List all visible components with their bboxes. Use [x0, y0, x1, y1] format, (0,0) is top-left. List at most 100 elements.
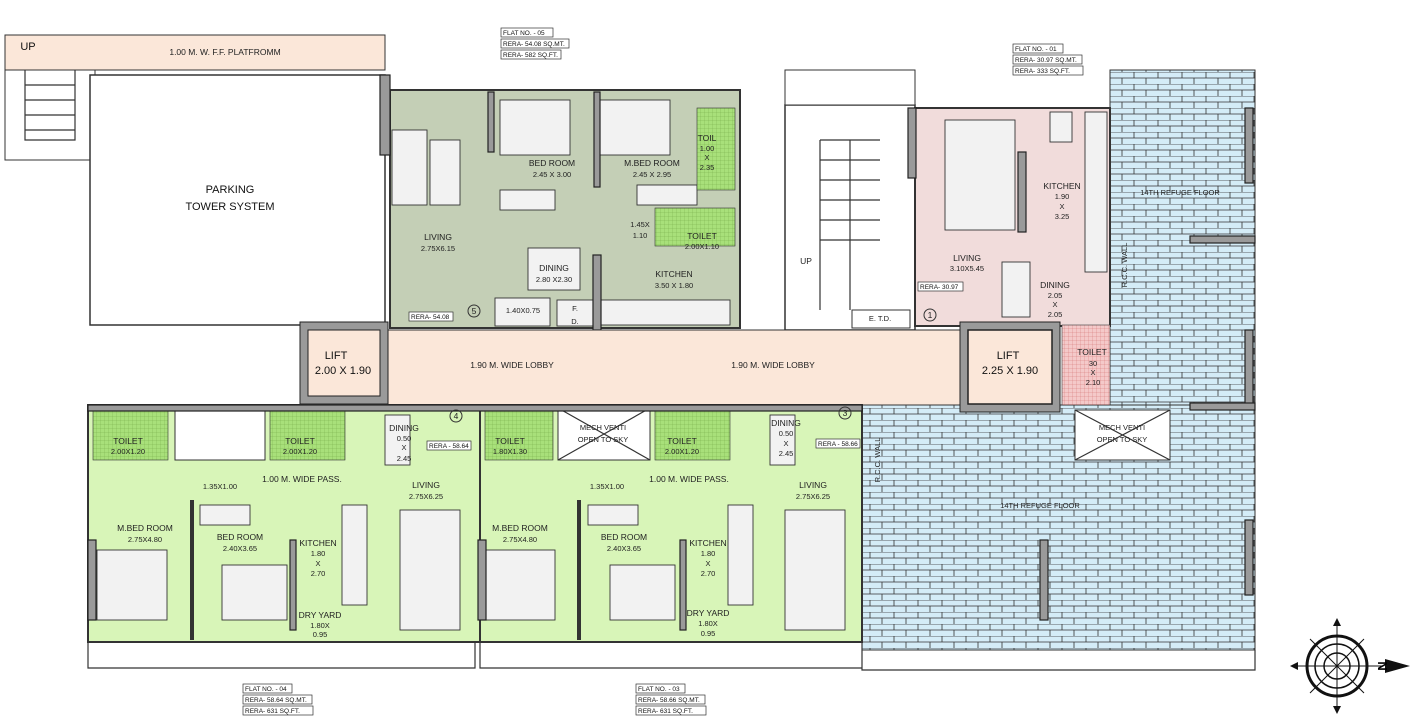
rera-sqft: RERA- 631 SQ.FT.	[638, 708, 693, 715]
toilet-width: 30	[1089, 359, 1097, 368]
toilet-width: 1.00	[700, 144, 715, 153]
kitchen-x: X	[1059, 202, 1064, 211]
toilet-2-label: TOILET	[687, 231, 717, 241]
lobby-label: 1.90 M. WIDE LOBBY	[731, 360, 815, 370]
rcc-wall-label: R.C.C. WALL	[873, 438, 882, 483]
rera-badge: RERA- 54.08	[411, 314, 450, 321]
kitchen-x: X	[315, 559, 320, 568]
toilet-label: TOILET	[1077, 347, 1107, 357]
north-label: N	[1375, 661, 1390, 670]
kitchen-label: KITCHEN	[1043, 181, 1080, 191]
refuge-floor-label: 14TH REFUGE FLOOR	[1140, 188, 1220, 197]
passage-height: 1.10	[633, 231, 648, 240]
rera-sqmt: RERA- 30.97 SQ.MT.	[1015, 57, 1077, 64]
kitchen-height: 2.70	[701, 569, 716, 578]
toilet-height: 2.35	[700, 163, 715, 172]
master-bedroom-size: 2.75X4.80	[503, 535, 537, 544]
living-label: LIVING	[953, 253, 981, 263]
flat-05-tag: FLAT NO. - 05 RERA- 54.08 SQ.MT. RERA- 5…	[500, 27, 570, 60]
living-label: LIVING	[412, 480, 440, 490]
bedroom-size: 2.45 X 3.00	[533, 170, 571, 179]
dining-height: 2.05	[1048, 310, 1063, 319]
master-bedroom-size: 2.75X4.80	[128, 535, 162, 544]
rcc-wall-label: R.C.C. WALL	[1120, 243, 1129, 288]
kitchen-width: 1.80	[311, 549, 326, 558]
dining-width: 0.50	[779, 429, 794, 438]
toilet-label: TOILET	[495, 436, 525, 446]
stair-up-label: UP	[800, 256, 812, 266]
parking-label: PARKING	[206, 184, 255, 196]
dining-width: 0.50	[397, 434, 412, 443]
master-bedroom-label: M.BED ROOM	[492, 523, 548, 533]
passage-width: 1.45X	[630, 220, 650, 229]
mech-venti-label-2: OPEN TO SKY	[578, 435, 629, 444]
stair-up-label: UP	[20, 41, 35, 53]
rera-sqmt: RERA- 58.66 SQ.MT.	[638, 697, 700, 704]
living-label: LIVING	[424, 232, 452, 242]
toilet-size: 2.00X1.20	[665, 447, 699, 456]
north-compass-icon: N	[1290, 618, 1410, 714]
dining-x: X	[401, 443, 406, 452]
rera-sqft: RERA- 333 SQ.FT.	[1015, 68, 1070, 75]
living-size: 2.75X6.25	[796, 492, 830, 501]
flat-number: 4	[454, 411, 459, 421]
kitchen-label: KITCHEN	[655, 269, 692, 279]
fd-label: F.	[572, 304, 578, 313]
lift-label: LIFT	[997, 350, 1020, 362]
dining-height: 2.45	[779, 449, 794, 458]
lobby-label: 1.90 M. WIDE LOBBY	[470, 360, 554, 370]
mech-venti-label: MECH VENTI	[1099, 423, 1145, 432]
dry-yard-width: 1.80X	[698, 619, 718, 628]
rera-badge: RERA - 58.64	[429, 443, 469, 450]
flat-05-furniture	[391, 99, 736, 327]
dry-yard-height: 0.95	[313, 630, 328, 639]
flat-no: FLAT NO. - 05	[503, 30, 545, 37]
etd-label: E. T.D.	[869, 314, 891, 323]
mech-venti-label-2: OPEN TO SKY	[1097, 435, 1148, 444]
dining-label: DINING	[389, 423, 419, 433]
toilet-2-size: 2.00X1.10	[685, 242, 719, 251]
kitchen-label: KITCHEN	[689, 538, 726, 548]
dining-x: X	[783, 439, 788, 448]
lobby	[384, 329, 961, 406]
flat-number: 5	[472, 306, 477, 316]
lower-flats-furniture	[92, 407, 846, 631]
dining-label: DINING	[771, 418, 801, 428]
toilet-x: X	[1090, 368, 1095, 377]
lift-label: LIFT	[325, 350, 348, 362]
platform-label: 1.00 M. W. F.F. PLATFROMM	[169, 47, 280, 57]
living-size: 2.75X6.25	[409, 492, 443, 501]
master-bedroom-label: M.BED ROOM	[624, 158, 680, 168]
flat-04-tag: FLAT NO. - 04 RERA- 58.64 SQ.MT. RERA- 6…	[242, 683, 314, 716]
dining-label: DINING	[539, 263, 569, 273]
rera-badge: RERA - 58.66	[818, 441, 858, 448]
dining-label: DINING	[1040, 280, 1070, 290]
bedroom-label: BED ROOM	[217, 532, 263, 542]
fd-label-2: D.	[571, 317, 579, 326]
kitchen-height: 2.70	[311, 569, 326, 578]
flat-01-tag: FLAT NO. - 01 RERA- 30.97 SQ.MT. RERA- 3…	[1012, 43, 1084, 76]
passage-label: 1.00 M. WIDE PASS.	[649, 474, 729, 484]
living-size: 2.75X6.15	[421, 244, 455, 253]
store-size: 1.40X0.75	[506, 306, 540, 315]
dining-height: 2.45	[397, 454, 412, 463]
bedroom-size: 2.40X3.65	[223, 544, 257, 553]
dry-yard-label: DRY YARD	[687, 608, 730, 618]
lift-size: 2.25 X 1.90	[982, 365, 1038, 377]
living-label: LIVING	[799, 480, 827, 490]
rera-sqmt: RERA- 58.64 SQ.MT.	[245, 697, 307, 704]
toilet-label: TOILET	[113, 436, 143, 446]
rera-sqmt: RERA- 54.08 SQ.MT.	[503, 41, 565, 48]
master-bedroom-label: M.BED ROOM	[117, 523, 173, 533]
kitchen-width: 1.90	[1055, 192, 1070, 201]
passage-size: 1.35X1.00	[590, 482, 624, 491]
rera-badge: RERA- 30.97	[920, 284, 959, 291]
passage-size: 1.35X1.00	[203, 482, 237, 491]
passage-label: 1.00 M. WIDE PASS.	[262, 474, 342, 484]
flat-no: FLAT NO. - 01	[1015, 46, 1057, 53]
toilet-label: TOIL	[698, 133, 717, 143]
parking-label-2: TOWER SYSTEM	[185, 201, 274, 213]
rera-sqft: RERA- 582 SQ.FT.	[503, 52, 558, 59]
bedroom-label: BED ROOM	[529, 158, 575, 168]
